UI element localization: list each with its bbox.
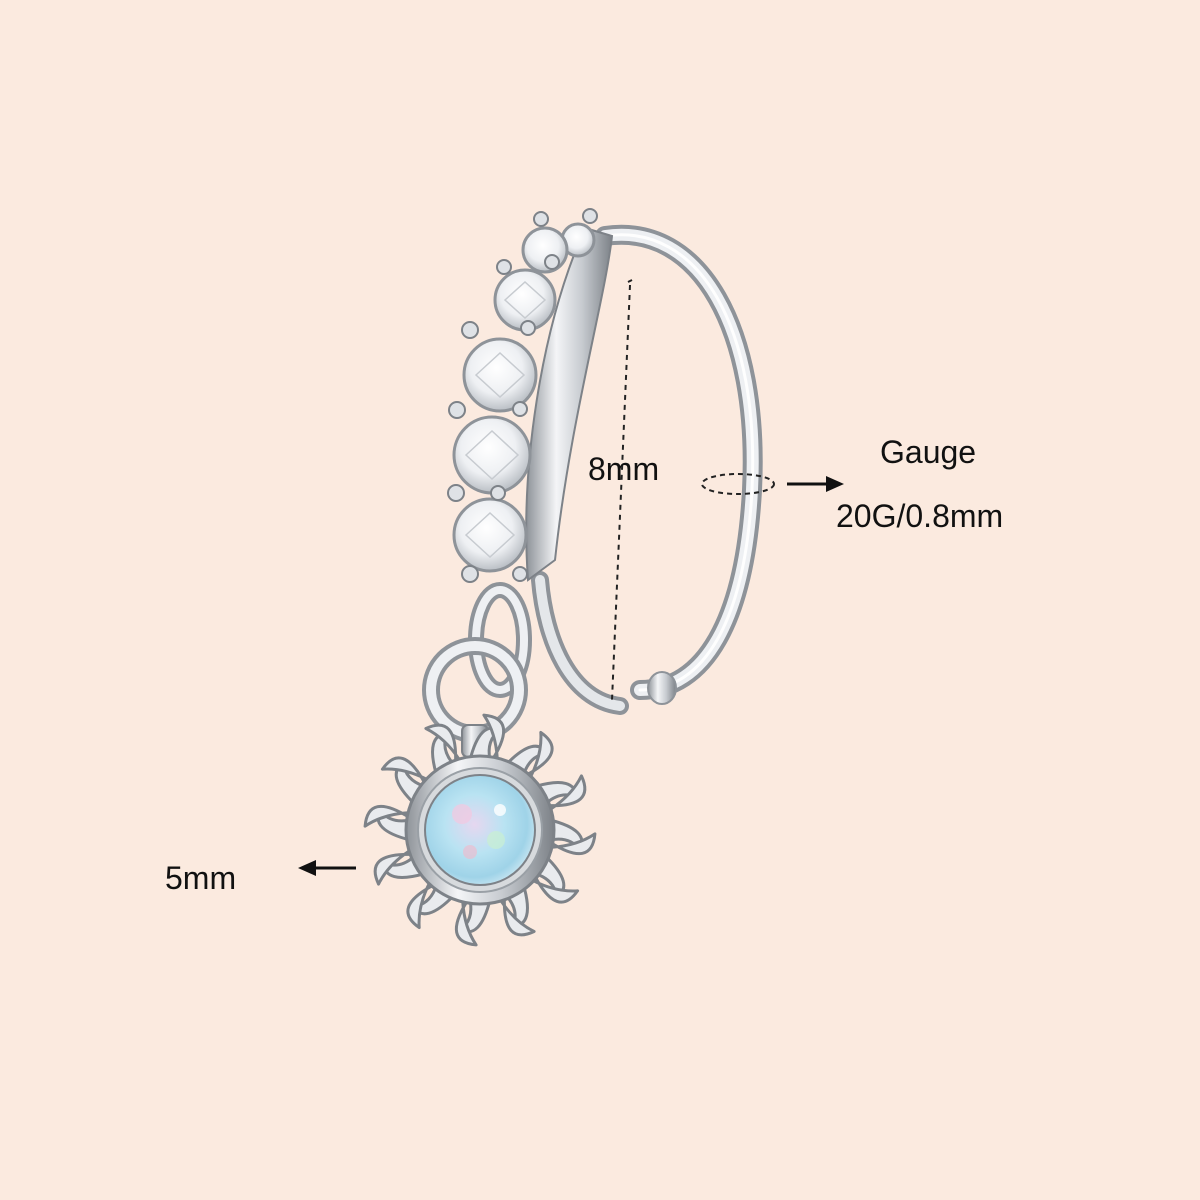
diameter-label: 8mm [588,451,660,487]
sun-pendant [363,713,597,947]
gem-4 [452,415,532,495]
crystal-gems [447,208,598,583]
ring-ball-end [647,671,677,705]
hoop-ring [531,224,763,715]
gem-3 [462,337,538,413]
gauge-title-label: Gauge [880,434,977,470]
pendant-connector [422,582,532,758]
gauge-cross-section [701,473,775,495]
gem-setting [525,226,614,582]
opal-stone [424,774,536,886]
diameter-measure-line [611,279,633,701]
gem-prongs [447,208,598,583]
right-arrow-icon [787,476,844,492]
pendant-size-label: 5mm [165,860,237,896]
gem-5 [452,497,528,573]
left-arrow-icon [298,860,356,876]
gauge-value-label: 20G/0.8mm [836,498,1004,534]
